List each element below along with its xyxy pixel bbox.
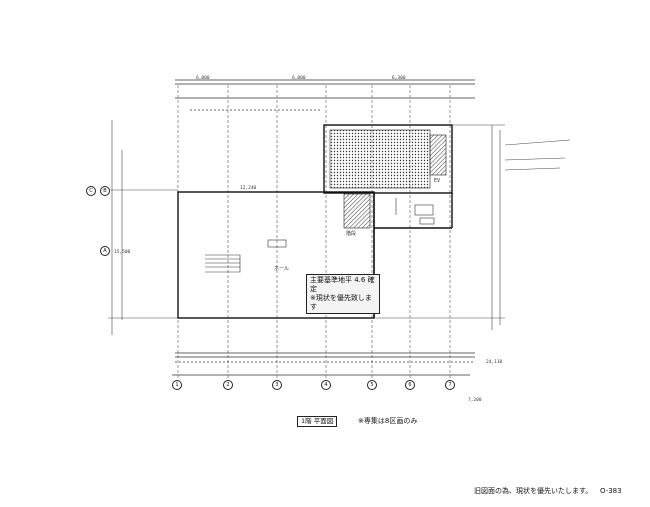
footer-note: 旧図面の為、現状を優先いたします。 <box>474 487 593 495</box>
axis-bubble: 6 <box>405 380 415 390</box>
axis-bubble: 1 <box>172 380 182 390</box>
core-block <box>429 134 447 176</box>
axis-bubble: 5 <box>367 380 377 390</box>
top-reference-lines <box>175 79 475 111</box>
axis-bubble: 4 <box>321 380 331 390</box>
room-mark-stair: 階段 <box>346 231 357 237</box>
axis-bubble: 2 <box>223 380 233 390</box>
notice-line-1: 主要基準地平 4.6 確定 <box>310 276 375 293</box>
dimension-bottom-note: 7,200 <box>468 398 482 403</box>
remark-caption: ※専集は8区画のみ <box>358 417 418 425</box>
notice-box: 主要基準地平 4.6 確定 ※現状を優先致します <box>306 274 380 314</box>
dimension-left-bay: 6,000 <box>196 76 210 81</box>
hatched-core-area <box>329 129 431 189</box>
room-mark-core: EV <box>434 178 441 184</box>
bottom-reference-lines <box>172 352 475 376</box>
dimension-span: 15,500 <box>114 250 131 255</box>
dimension-mid-bay: 6,000 <box>292 76 306 81</box>
dimension-top-total: 12,240 <box>240 186 257 191</box>
sheet-number: O-383 <box>600 487 622 495</box>
axis-bubble: 3 <box>272 380 282 390</box>
room-mark-hall: ホール <box>274 266 290 272</box>
stair-block <box>343 193 371 229</box>
building-outline <box>177 124 453 319</box>
dimension-right-bay: 6,300 <box>392 76 406 81</box>
axis-bubble: 7 <box>445 380 455 390</box>
dimension-right-note: 24,110 <box>486 360 503 365</box>
right-leader-lines <box>504 139 571 171</box>
row-bubble: C <box>86 186 96 196</box>
notice-line-2: ※現状を優先致します <box>310 294 372 311</box>
floor-label-box: 1階 平面図 <box>297 416 338 427</box>
right-dimension-chain <box>374 124 505 330</box>
floor-label: 1階 <box>301 417 312 425</box>
row-bubble: A <box>100 246 110 256</box>
left-dimension-chain <box>108 120 178 335</box>
view-label: 平面図 <box>313 417 334 425</box>
row-bubble: B <box>100 186 110 196</box>
